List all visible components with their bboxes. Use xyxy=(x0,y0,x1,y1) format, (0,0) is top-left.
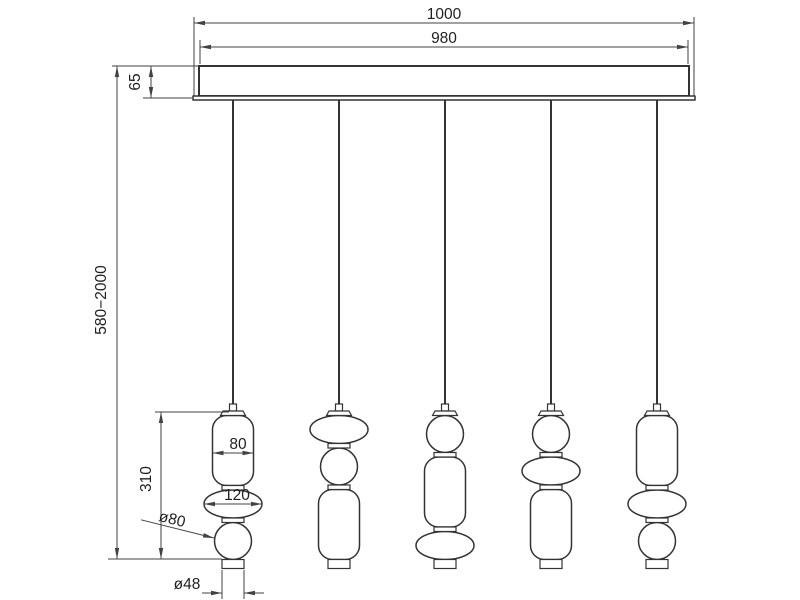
cord-connector xyxy=(334,403,344,412)
cord-connector xyxy=(652,403,662,412)
dim-shade-height: 310 xyxy=(108,411,229,560)
neck-joint xyxy=(221,484,245,491)
pendant-4 xyxy=(521,100,581,570)
dim-label-65: 65 xyxy=(127,73,144,90)
disc-shade xyxy=(415,530,475,561)
rail-base-plate xyxy=(192,95,696,101)
pendants xyxy=(203,100,687,570)
dim-label-980: 980 xyxy=(431,30,457,47)
neck-joint xyxy=(327,484,351,491)
capsule-shade xyxy=(317,488,361,561)
dimension-layer: 1000 980 65 580−2000 xyxy=(93,6,695,599)
cord-connector xyxy=(440,403,450,412)
dim-rail-height: 65 xyxy=(112,65,198,99)
disc-shade xyxy=(627,489,687,519)
sphere-shade xyxy=(531,414,571,454)
neck-joint xyxy=(539,484,563,491)
rail-body xyxy=(198,65,690,97)
pendant-1 xyxy=(203,100,263,570)
dim-suspension-range: 580−2000 xyxy=(93,66,120,559)
shade-cap xyxy=(643,410,671,417)
dim-shade-body-width: 80 xyxy=(212,436,254,456)
neck-joint xyxy=(433,451,457,458)
bottom-cap xyxy=(433,558,457,570)
bottom-cap xyxy=(221,558,245,570)
disc-shade xyxy=(309,414,369,445)
dim-overall-width: 1000 xyxy=(193,6,695,96)
cord-connector xyxy=(228,403,238,412)
shade-cap xyxy=(431,410,459,417)
bottom-cap xyxy=(539,558,563,570)
cord-connector xyxy=(546,403,556,412)
neck-joint xyxy=(539,451,563,458)
capsule-shade xyxy=(635,414,679,487)
neck-joint xyxy=(327,442,351,449)
pendant-2 xyxy=(309,100,369,570)
dim-label-310: 310 xyxy=(138,466,155,492)
ceiling-rail xyxy=(192,65,696,101)
dim-label-1000: 1000 xyxy=(427,6,462,23)
dim-label-120: 120 xyxy=(224,487,250,504)
sphere-shade xyxy=(425,414,465,454)
neck-joint xyxy=(221,517,245,524)
sphere-shade xyxy=(637,521,677,561)
bottom-cap xyxy=(327,558,351,570)
capsule-shade xyxy=(529,488,573,561)
sphere-shade xyxy=(213,521,253,561)
dim-rail-width: 980 xyxy=(199,30,689,64)
dim-label-80: 80 xyxy=(229,436,247,453)
dim-disc-width: 120 xyxy=(204,487,262,507)
bottom-cap xyxy=(645,558,669,570)
dim-label-o80: ø80 xyxy=(157,508,187,531)
shade-cap xyxy=(537,410,565,417)
capsule-shade xyxy=(423,456,467,528)
neck-joint xyxy=(433,526,457,533)
dim-label-580-2000: 580−2000 xyxy=(93,265,110,335)
dim-bottom-cap-diameter: ø48 xyxy=(174,570,264,599)
dim-sphere-diameter: ø80 xyxy=(140,508,215,539)
neck-joint xyxy=(645,484,669,491)
shade-cap xyxy=(325,410,353,417)
neck-joint xyxy=(645,517,669,524)
pendant-3 xyxy=(415,100,475,570)
dim-label-o48: ø48 xyxy=(174,576,201,593)
pendant-5 xyxy=(627,100,687,570)
sphere-shade xyxy=(319,447,359,486)
disc-shade xyxy=(521,456,581,486)
